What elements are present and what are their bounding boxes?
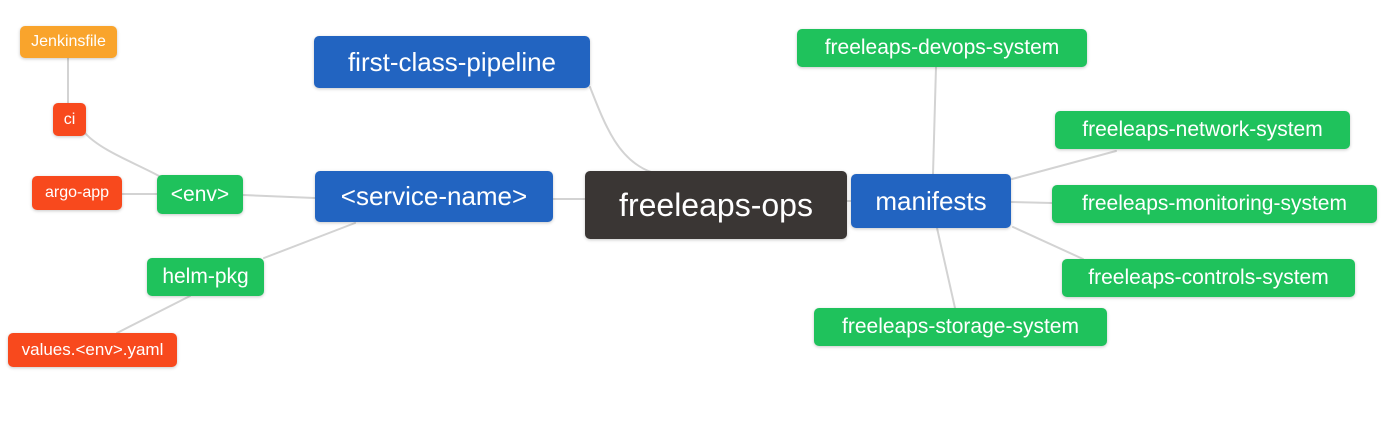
node-first-class-pipeline[interactable]: first-class-pipeline xyxy=(314,36,590,88)
edge-ci-env xyxy=(84,132,160,177)
node-freeleaps-monitoring-system[interactable]: freeleaps-monitoring-system xyxy=(1052,185,1377,223)
edge-manifests-storage xyxy=(936,227,956,309)
edge-manifests-devops xyxy=(932,66,937,175)
node-freeleaps-network-system[interactable]: freeleaps-network-system xyxy=(1055,111,1350,149)
edge-env-service-name xyxy=(242,194,316,199)
node-jenkinsfile[interactable]: Jenkinsfile xyxy=(20,26,117,58)
node-argo-app[interactable]: argo-app xyxy=(32,176,122,210)
node-helm-pkg[interactable]: helm-pkg xyxy=(147,258,264,296)
node-freeleaps-devops-system[interactable]: freeleaps-devops-system xyxy=(797,29,1087,67)
edge-pipeline-ops xyxy=(589,86,652,173)
edge-helm-pkg-values xyxy=(116,295,191,334)
node-manifests[interactable]: manifests xyxy=(851,174,1011,228)
edge-service-name-helm-pkg xyxy=(263,222,356,259)
edge-manifests-network xyxy=(1011,150,1117,180)
edge-manifests-monitoring xyxy=(1010,201,1053,204)
node-values-env-yaml[interactable]: values.<env>.yaml xyxy=(8,333,177,367)
node-env[interactable]: <env> xyxy=(157,175,243,214)
node-ci[interactable]: ci xyxy=(53,103,86,136)
node-service-name[interactable]: <service-name> xyxy=(315,171,553,222)
edge-manifests-controls xyxy=(1012,226,1084,260)
node-freeleaps-storage-system[interactable]: freeleaps-storage-system xyxy=(814,308,1107,346)
node-freeleaps-controls-system[interactable]: freeleaps-controls-system xyxy=(1062,259,1355,297)
node-freeleaps-ops-root[interactable]: freeleaps-ops xyxy=(585,171,847,239)
